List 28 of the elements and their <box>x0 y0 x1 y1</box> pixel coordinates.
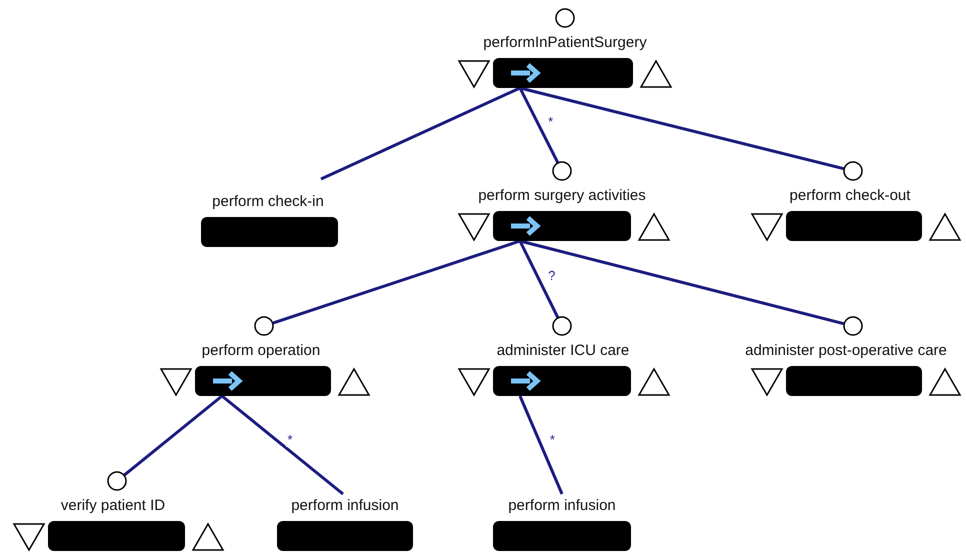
connector-line <box>221 394 344 496</box>
connector-line <box>123 394 223 476</box>
connector-line <box>518 240 560 319</box>
edge-label: * <box>286 433 294 448</box>
connector-line <box>272 240 520 325</box>
task-label: administer ICU care <box>496 342 630 360</box>
task-label: performInPatientSurgery <box>483 34 647 52</box>
task-node <box>158 316 370 396</box>
connector-line <box>520 86 845 170</box>
task-label: perform surgery activities <box>478 187 646 205</box>
task-label: verify patient ID <box>60 497 166 515</box>
task-node <box>11 471 224 551</box>
task-label: perform operation <box>202 342 320 360</box>
connector-line <box>518 87 560 164</box>
task-label: perform infusion <box>291 497 399 515</box>
task-node <box>456 316 670 396</box>
connector-line <box>320 86 521 180</box>
task-label: perform check-out <box>790 187 910 205</box>
task-node <box>749 161 961 241</box>
task-node <box>743 316 961 396</box>
task-label: administer post-operative care <box>745 342 947 360</box>
task-label: perform infusion <box>508 497 616 515</box>
edge-label: ? <box>547 268 556 283</box>
task-label: perform check-in <box>212 193 324 211</box>
connector-line <box>520 240 845 326</box>
connector-line <box>518 395 564 495</box>
task-node <box>456 8 672 88</box>
task-node <box>456 161 670 241</box>
